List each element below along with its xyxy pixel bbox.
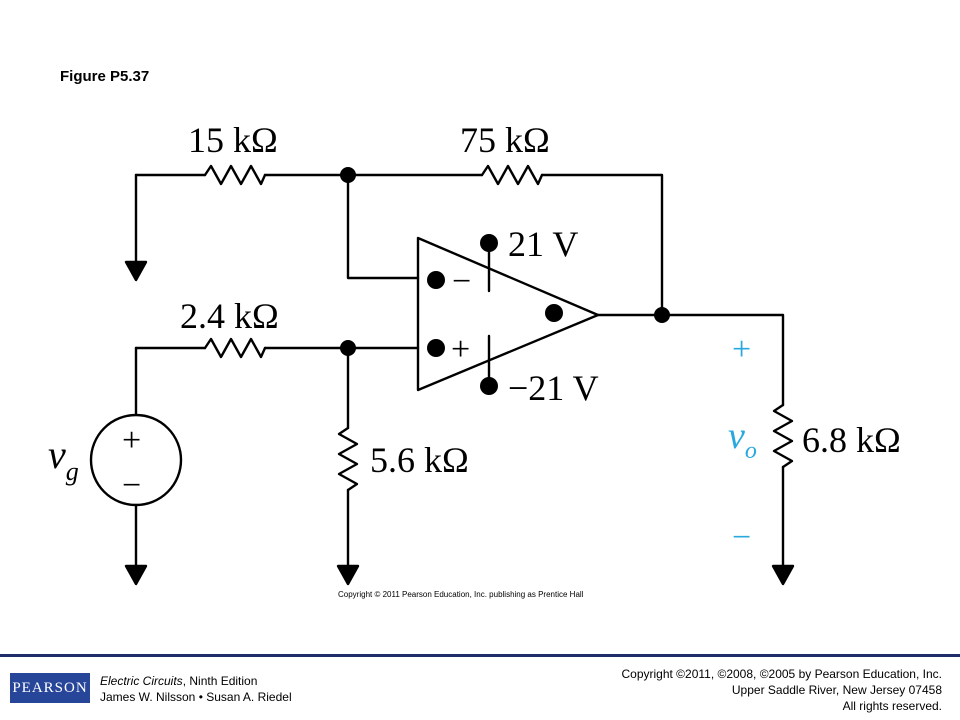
node-noninverting <box>340 340 356 356</box>
output-minus-sign: − <box>732 519 751 556</box>
resistor-5.6k <box>337 426 359 492</box>
book-edition: , Ninth Edition <box>182 674 258 688</box>
pin-output <box>545 304 563 322</box>
circuit-diagram: 15 kΩ 75 kΩ 2.4 kΩ 5.6 kΩ 6.8 kΩ 21 V −2… <box>48 120 901 586</box>
source-plus-sign: + <box>122 422 141 459</box>
book-title-line: Electric Circuits, Ninth Edition <box>100 673 292 689</box>
label-6.8k: 6.8 kΩ <box>802 420 901 460</box>
resistor-15k <box>203 164 267 186</box>
pin-inverting <box>427 271 445 289</box>
pearson-logo: PEARSON <box>10 673 90 703</box>
book-title: Electric Circuits <box>100 674 183 688</box>
ground-arrow-load <box>771 564 795 586</box>
copyright-line-2: Upper Saddle River, New Jersey 07458 <box>731 683 942 697</box>
resistor-75k <box>480 164 544 186</box>
label-supply-negative: −21 V <box>508 368 599 408</box>
figure-title: Figure P5.37 <box>60 68 150 85</box>
pin-noninverting <box>427 339 445 357</box>
ground-arrow-5.6k <box>336 564 360 586</box>
wire-inverting-input <box>346 173 420 280</box>
ground-arrow-left <box>124 260 148 282</box>
copyright-line-1: Copyright ©2011, ©2008, ©2005 by Pearson… <box>621 667 942 681</box>
op-amp <box>416 236 600 392</box>
label-noninverting-sign: + <box>451 331 470 368</box>
source-minus-sign: − <box>122 467 141 504</box>
label-75k: 75 kΩ <box>460 120 550 160</box>
pin-supply-positive <box>480 234 498 252</box>
figure-copyright: Copyright © 2011 Pearson Education, Inc.… <box>338 590 584 599</box>
ground-arrow-source <box>124 564 148 586</box>
output-plus-sign: + <box>732 331 751 368</box>
publisher-info: Copyright ©2011, ©2008, ©2005 by Pearson… <box>621 666 942 714</box>
footer-divider <box>0 654 960 657</box>
book-authors: James W. Nilsson • Susan A. Riedel <box>100 690 292 704</box>
node-output <box>654 307 670 323</box>
wire-feedback-right <box>540 173 664 317</box>
copyright-line-3: All rights reserved. <box>842 699 942 713</box>
label-2.4k: 2.4 kΩ <box>180 296 279 336</box>
resistor-6.8k <box>772 403 794 469</box>
resistor-2.4k <box>203 337 267 359</box>
pin-supply-negative <box>480 377 498 395</box>
label-inverting-sign: − <box>452 263 471 300</box>
wire-output <box>596 313 785 407</box>
label-5.6k: 5.6 kΩ <box>370 440 469 480</box>
label-15k: 15 kΩ <box>188 120 278 160</box>
book-info: Electric Circuits, Ninth Edition James W… <box>100 673 292 705</box>
label-supply-positive: 21 V <box>508 224 578 264</box>
source-label: vg <box>48 432 79 486</box>
output-label: vo <box>728 415 757 464</box>
node-inverting <box>340 167 356 183</box>
